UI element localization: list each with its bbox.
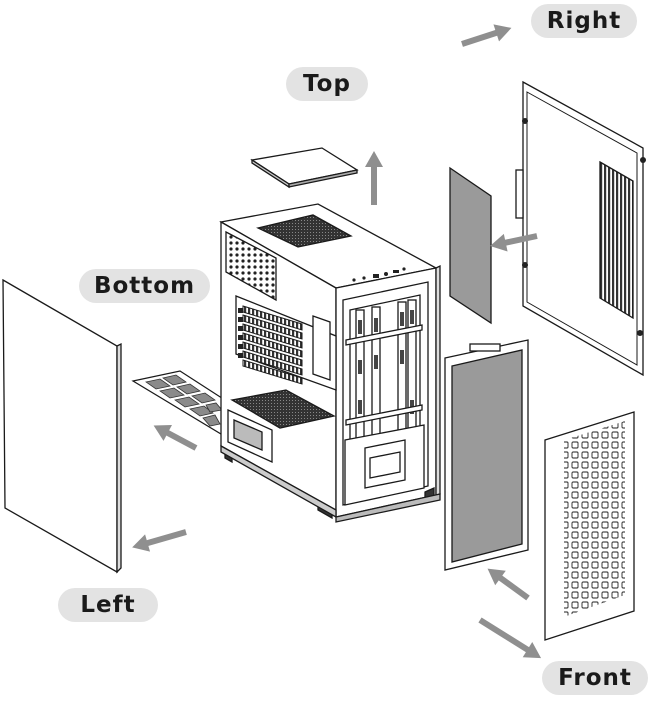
arrow-left-icon [132,529,187,552]
chassis [219,203,441,523]
label-bottom: Bottom [79,269,210,303]
bottom-dust-filter [131,370,229,435]
arrow-up-icon [365,151,383,205]
label-right: Right [531,4,637,38]
arrow-up-left-icon [487,568,530,601]
direction-arrows [132,24,542,659]
label-top: Top [286,67,368,101]
arrow-down-right-icon [478,617,542,659]
left-side-panel [2,278,122,574]
arrow-right-icon [461,24,512,47]
label-left: Left [58,588,158,622]
top-dust-filter [250,147,359,189]
arrow-down-left-icon [153,425,198,451]
front-dust-filter [444,339,529,571]
drive-plate [449,166,492,325]
label-front: Front [542,661,648,695]
front-panel [544,411,635,641]
arrow-left-icon [490,233,538,252]
right-side-panel [515,80,646,377]
